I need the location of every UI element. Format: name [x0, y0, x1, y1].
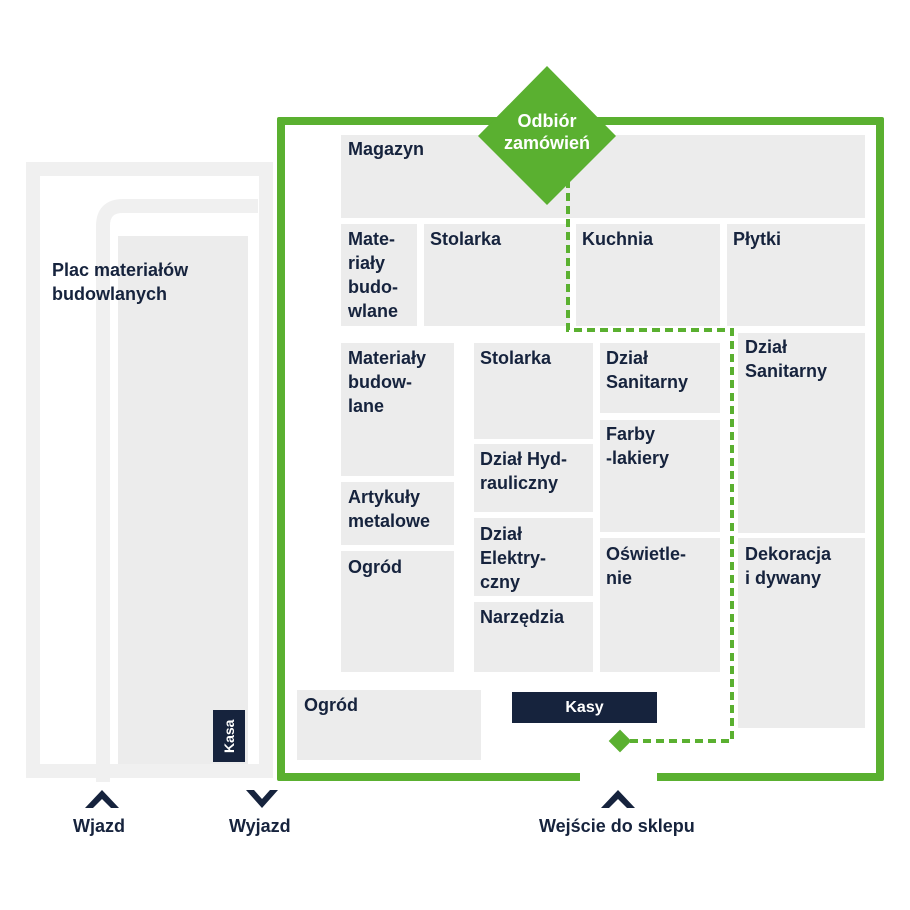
zone-artykuly — [341, 482, 454, 545]
label-materialy-mid: Materiały budow- lane — [348, 348, 427, 416]
store-entrance-gap — [580, 770, 657, 784]
wjazd-label: Wjazd — [73, 816, 125, 836]
label-stolarka-mid: Stolarka — [480, 348, 552, 368]
label-sanitarny-right: Dział Sanitarny — [745, 337, 828, 381]
label-hydrauliczny: Dział Hyd- rauliczny — [480, 449, 568, 493]
store-entrance-label: Wejście do sklepu — [539, 816, 695, 836]
yard-zone — [118, 236, 248, 764]
route-end-diamond — [608, 729, 632, 753]
chevron-up-icon — [601, 790, 635, 808]
chevron-up-icon — [85, 790, 119, 808]
label-artykuly: Artykuły metalowe — [348, 487, 431, 531]
label-farby: Farby -lakiery — [606, 424, 670, 468]
zone-kuchnia — [576, 224, 720, 326]
zone-sanitarny-mid — [600, 343, 720, 413]
zone-ogrod-mid — [341, 551, 454, 672]
label-kuchnia: Kuchnia — [582, 229, 654, 249]
kasa-checkout-box — [213, 710, 245, 762]
label-stolarka-top: Stolarka — [430, 229, 502, 249]
label-elektryczny: Dział Elektry- czny — [480, 524, 547, 592]
zone-dekoracja — [738, 538, 865, 728]
zone-stolarka-mid — [474, 343, 593, 439]
pickup-route — [566, 180, 734, 743]
zone-farby — [600, 420, 720, 532]
label-magazyn: Magazyn — [348, 139, 425, 159]
label-sanitarny-mid: Dział Sanitarny — [606, 348, 689, 392]
zone-narzedzia — [474, 602, 593, 672]
pickup-label: Odbiór zamówień — [503, 111, 591, 153]
zone-elektryczny — [474, 518, 593, 596]
zone-oswietlenie — [600, 538, 720, 672]
zone-plytki — [727, 224, 865, 326]
kasy-checkout: Kasy — [512, 692, 657, 723]
label-materialy-top: Mate- riały budo- wlane — [348, 229, 399, 321]
pickup-diamond — [478, 66, 616, 205]
yard-label: Plac materiałów budowlanych — [52, 260, 189, 304]
zone-materialy-top — [341, 224, 417, 326]
label-narzedzia: Narzędzia — [480, 607, 565, 627]
wyjazd-label: Wyjazd — [229, 816, 291, 836]
chevron-down-icon — [246, 790, 278, 808]
zone-stolarka-top — [424, 224, 570, 326]
label-ogrod-bottom: Ogród — [304, 695, 358, 715]
label-ogrod-mid: Ogród — [348, 557, 402, 577]
label-oswietlenie: Oświetle- nie — [606, 544, 687, 588]
label-dekoracja: Dekoracja i dywany — [745, 544, 832, 588]
label-plytki: Płytki — [733, 229, 782, 249]
zone-materialy-mid — [341, 343, 454, 476]
zone-sanitarny-right — [738, 333, 865, 533]
zone-ogrod-bottom — [297, 690, 481, 760]
zone-hydrauliczny — [474, 444, 593, 512]
